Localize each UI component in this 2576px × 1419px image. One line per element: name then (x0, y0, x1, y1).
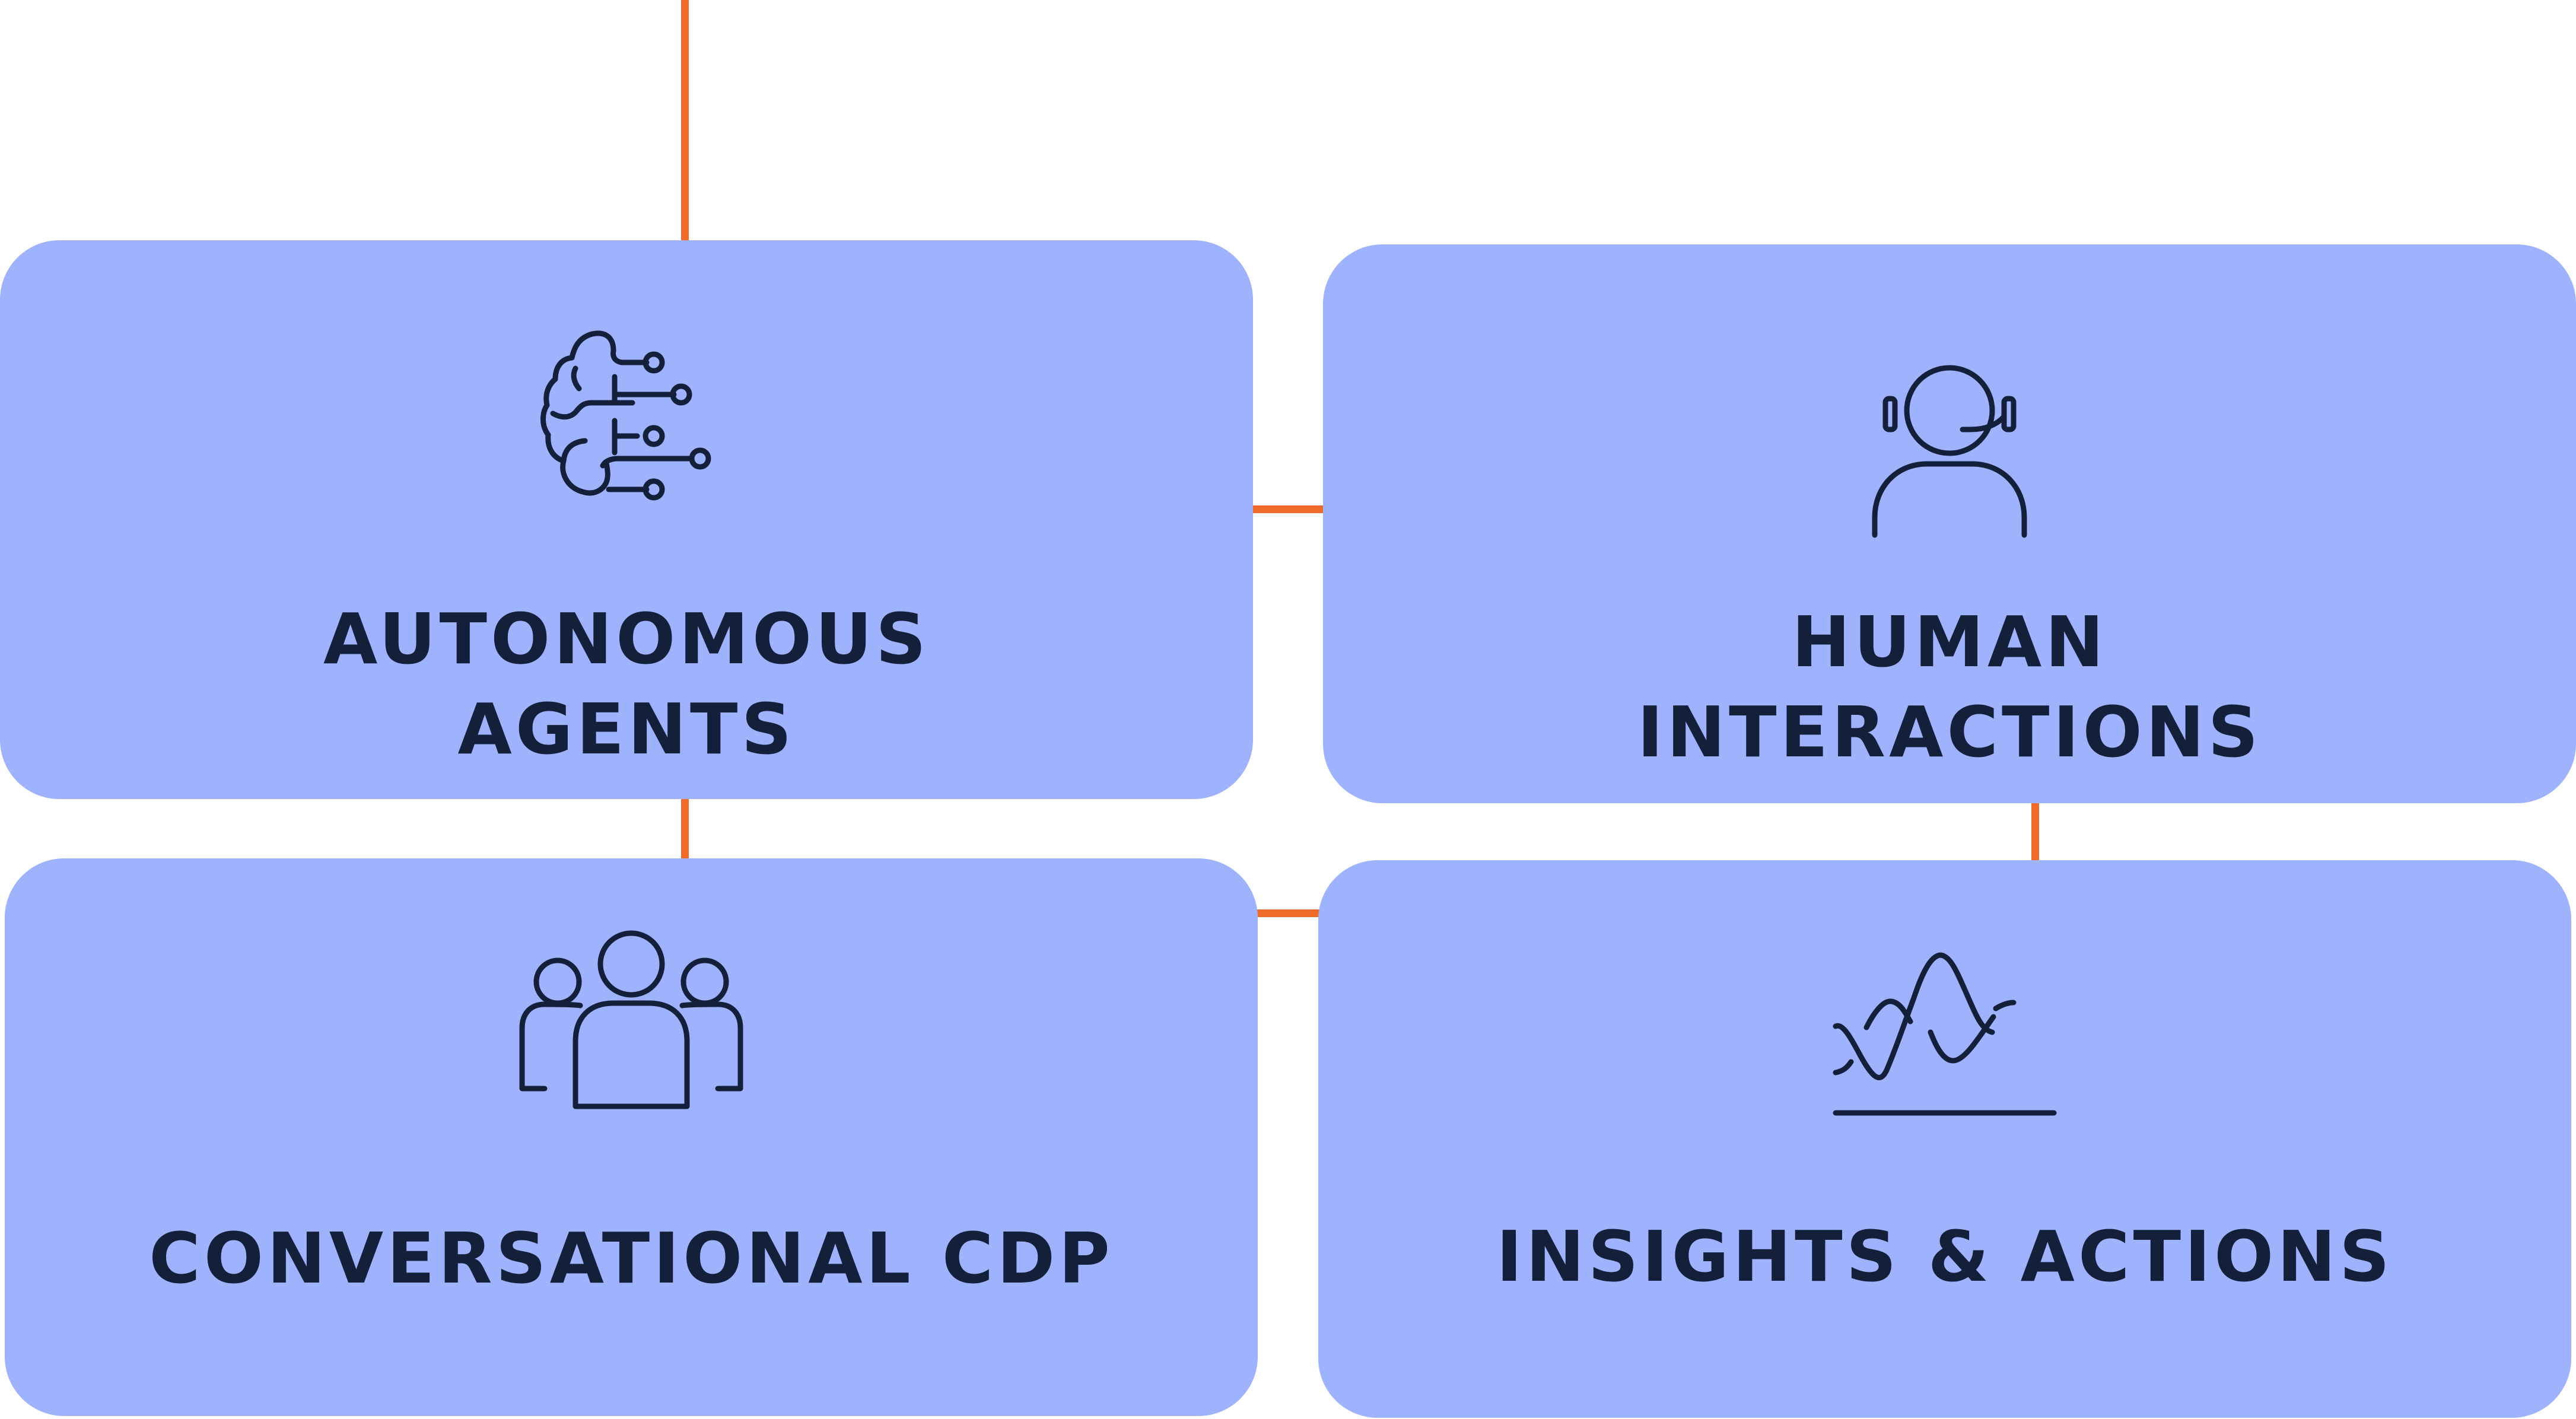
card-autonomous-agents: AUTONOMOUS AGENTS (0, 240, 1253, 799)
label-line-1: CONVERSATIONAL CDP (149, 1217, 1114, 1299)
headset-agent-icon (1861, 363, 2038, 541)
connector-left-column (681, 795, 689, 860)
ai-brain-circuit-icon (514, 329, 739, 543)
card-insights-actions: INSIGHTS & ACTIONS (1318, 860, 2571, 1418)
connector-right-column (2031, 799, 2039, 862)
connector-top-row (1251, 505, 1325, 513)
label-line-1: AUTONOMOUS (323, 598, 930, 680)
card-label: HUMAN INTERACTIONS (1323, 597, 2576, 777)
card-label: CONVERSATIONAL CDP (5, 1213, 1258, 1303)
label-line-2: AGENTS (457, 688, 796, 770)
label-line-1: HUMAN (1791, 601, 2108, 683)
card-conversational-cdp: CONVERSATIONAL CDP (5, 858, 1258, 1416)
label-line-2: INTERACTIONS (1637, 691, 2262, 773)
card-human-interactions: HUMAN INTERACTIONS (1323, 244, 2576, 803)
label-line-1: INSIGHTS & ACTIONS (1496, 1216, 2394, 1297)
card-label: AUTONOMOUS AGENTS (0, 594, 1253, 774)
connector-top (681, 0, 689, 243)
card-label: INSIGHTS & ACTIONS (1318, 1211, 2571, 1302)
connector-bottom-row (1255, 909, 1322, 917)
waveform-chart-icon (1826, 943, 2063, 1133)
user-group-icon (519, 928, 744, 1118)
